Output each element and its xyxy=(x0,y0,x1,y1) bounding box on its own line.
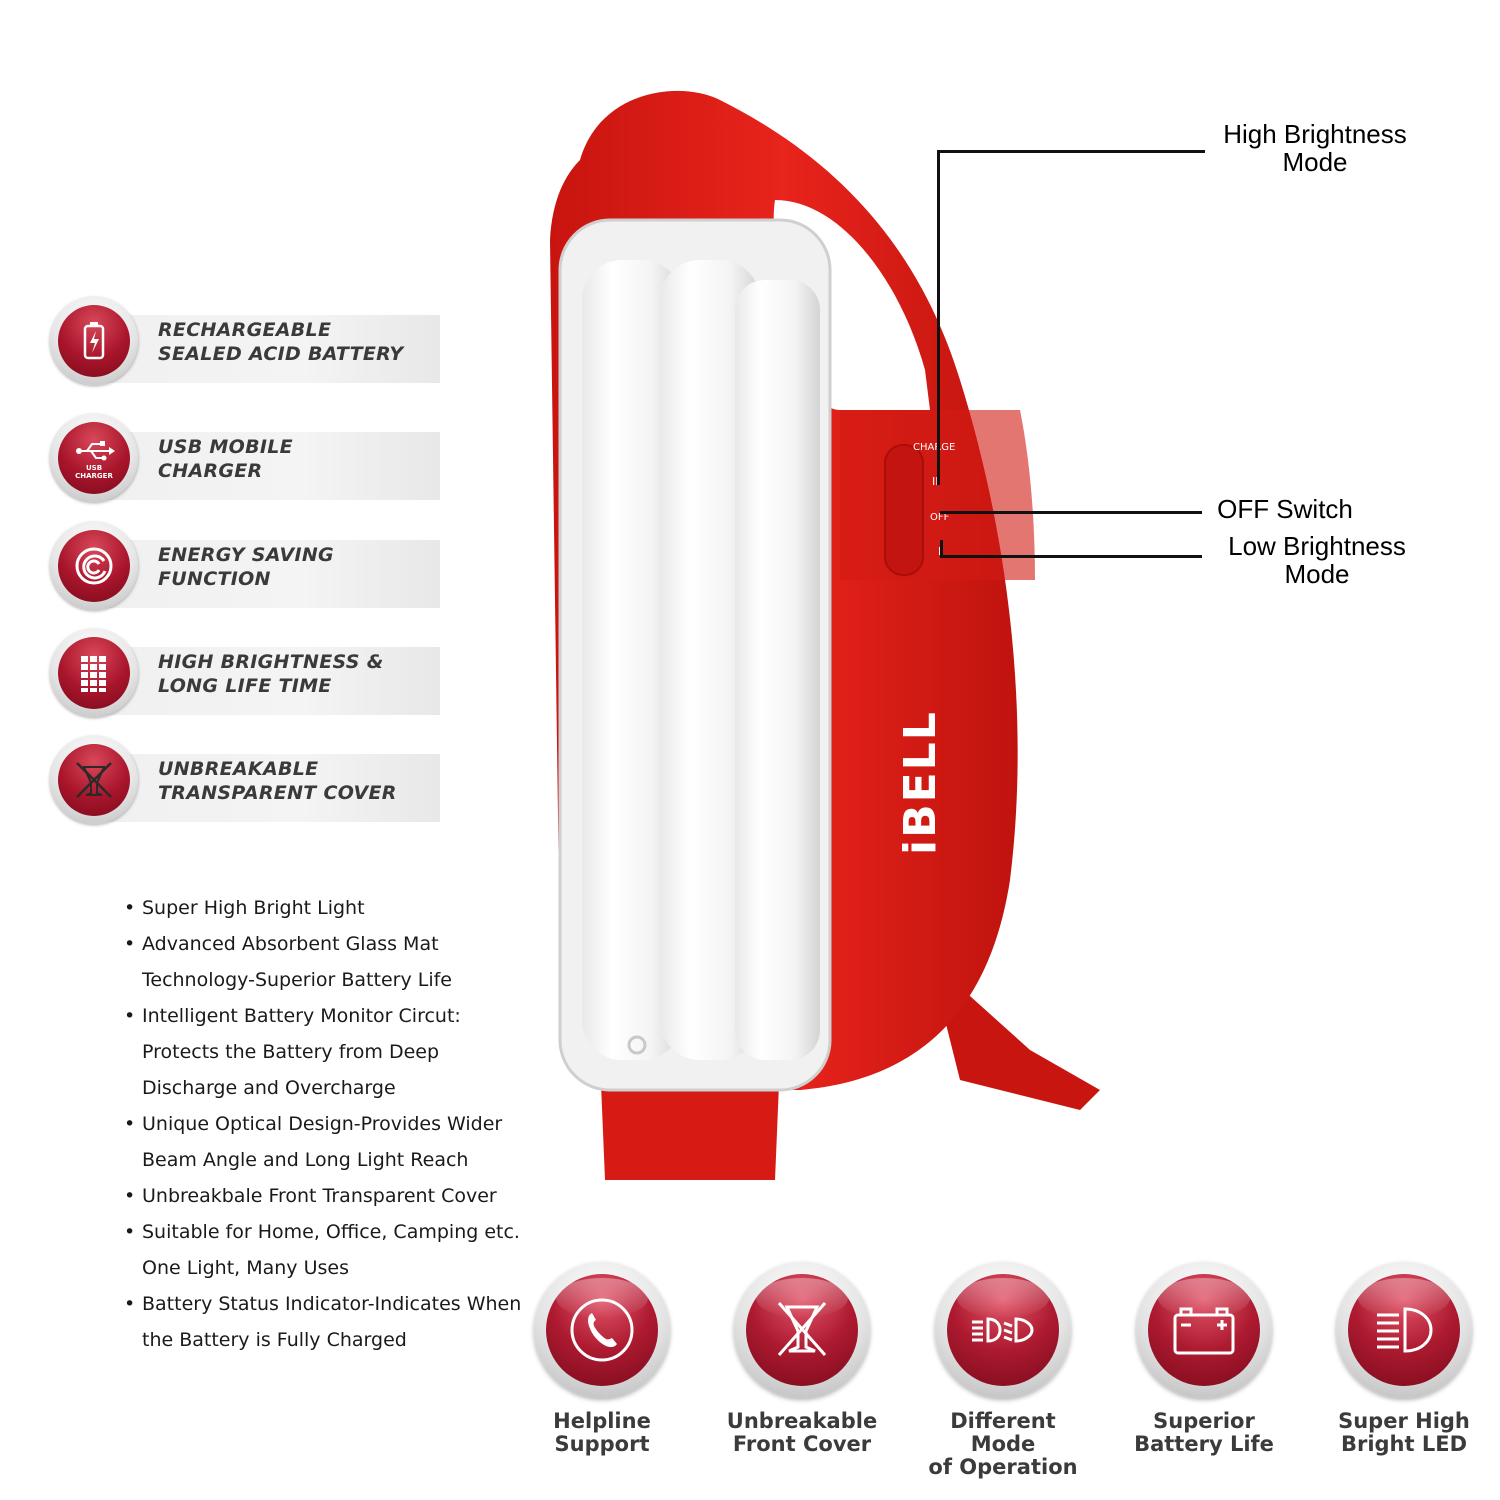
feature-battery: RECHARGEABLE SEALED ACID BATTERY xyxy=(50,297,440,387)
bottom-feature-label: Super High Bright LED xyxy=(1338,1409,1470,1456)
bottom-badge xyxy=(1136,1262,1272,1398)
feature-band xyxy=(95,315,440,383)
lamp-slide-switch xyxy=(884,444,924,576)
switch-charge-label: CHARGE xyxy=(913,442,955,453)
feature-label: RECHARGEABLE SEALED ACID BATTERY xyxy=(158,319,404,365)
emergency-lamp-image: CHARGE II OFF I iBELL xyxy=(550,90,1100,1180)
car-battery-icon xyxy=(1173,1307,1235,1355)
bottom-badge xyxy=(734,1262,870,1398)
high-beam-icon xyxy=(1377,1307,1433,1353)
feature-band xyxy=(95,540,440,608)
usb-caption: USB CHARGER xyxy=(75,464,113,480)
feature-band xyxy=(95,432,440,500)
feature-label: ENERGY SAVING FUNCTION xyxy=(158,544,334,590)
callout-line-low-horizontal xyxy=(940,555,1202,558)
feature-label: HIGH BRIGHTNESS & LONG LIFE TIME xyxy=(158,651,384,697)
brand-logo: iBELL xyxy=(895,710,946,855)
headlight-modes-icon xyxy=(972,1317,1034,1343)
bottom-feature-modes: Different Mode of Operation xyxy=(915,1262,1091,1479)
callout-high-brightness: High Brightness Mode xyxy=(1223,119,1407,177)
lamp-rear-foot xyxy=(930,960,1100,1110)
bottom-feature-helpline: Helpline Support xyxy=(514,1262,690,1456)
bottom-feature-label: Different Mode of Operation xyxy=(928,1409,1078,1479)
bullet-item: Advanced Absorbent Glass Mat Technology-… xyxy=(124,926,524,998)
switch-off-label: OFF xyxy=(930,512,950,523)
energy-swirl-icon xyxy=(75,547,113,585)
feature-cover: UNBREAKABLE TRANSPARENT COVER xyxy=(50,736,440,826)
callout-off-switch: OFF Switch xyxy=(1217,494,1353,524)
bullet-item: Battery Status Indicator-Indicates When … xyxy=(124,1286,524,1358)
lamp-tube-left xyxy=(582,260,682,1060)
bullet-item: Super High Bright Light xyxy=(124,890,524,926)
callout-low-brightness: Low Brightness Mode xyxy=(1228,531,1406,589)
usb-icon xyxy=(76,441,115,461)
bottom-feature-label: Helpline Support xyxy=(553,1409,651,1456)
feature-band xyxy=(95,647,440,715)
bullet-item: Unbreakbale Front Transparent Cover xyxy=(124,1178,524,1214)
bullet-item: Unique Optical Design-Provides Wider Bea… xyxy=(124,1106,524,1178)
feature-band xyxy=(95,754,440,822)
callout-line-low-vertical xyxy=(940,540,943,558)
switch-high-label: II xyxy=(932,475,939,488)
feature-badge xyxy=(50,297,138,385)
feature-badge xyxy=(50,522,138,610)
bottom-feature-cover: Unbreakable Front Cover xyxy=(714,1262,890,1456)
bottom-feature-led: Super High Bright LED xyxy=(1316,1262,1492,1456)
bullet-item: Suitable for Home, Office, Camping etc. … xyxy=(124,1214,524,1286)
feature-badge xyxy=(50,736,138,824)
broken-glass-icon xyxy=(777,1302,827,1356)
callout-line-high-horizontal xyxy=(937,150,1205,153)
unbreakable-glass-icon xyxy=(76,762,112,798)
bullet-item: Intelligent Battery Monitor Circut: Prot… xyxy=(124,998,524,1106)
bottom-badge xyxy=(1336,1262,1472,1398)
callout-line-high-vertical xyxy=(937,150,940,485)
feature-bullet-list: Super High Bright Light Advanced Absorbe… xyxy=(124,890,524,1358)
led-grid-icon xyxy=(81,656,106,692)
bottom-feature-label: Superior Battery Life xyxy=(1134,1409,1274,1456)
bottom-feature-battery: Superior Battery Life xyxy=(1116,1262,1292,1456)
feature-brightness: HIGH BRIGHTNESS & LONG LIFE TIME xyxy=(50,629,440,719)
bottom-badge xyxy=(935,1262,1071,1398)
feature-badge xyxy=(50,629,138,717)
feature-usb: USB CHARGER USB MOBILE CHARGER xyxy=(50,414,440,504)
bottom-feature-label: Unbreakable Front Cover xyxy=(726,1409,878,1456)
battery-icon xyxy=(83,322,105,360)
lamp-tube-right xyxy=(735,280,820,1060)
feature-label: USB MOBILE CHARGER xyxy=(158,436,293,482)
switch-low-label: I xyxy=(938,545,941,558)
feature-energy: ENERGY SAVING FUNCTION xyxy=(50,522,440,612)
phone-icon xyxy=(570,1298,634,1362)
bottom-badge xyxy=(534,1262,670,1398)
feature-label: UNBREAKABLE TRANSPARENT COVER xyxy=(158,758,397,804)
feature-badge: USB CHARGER xyxy=(50,414,138,502)
callout-line-off xyxy=(940,511,1202,514)
lamp-screw xyxy=(627,1035,647,1055)
